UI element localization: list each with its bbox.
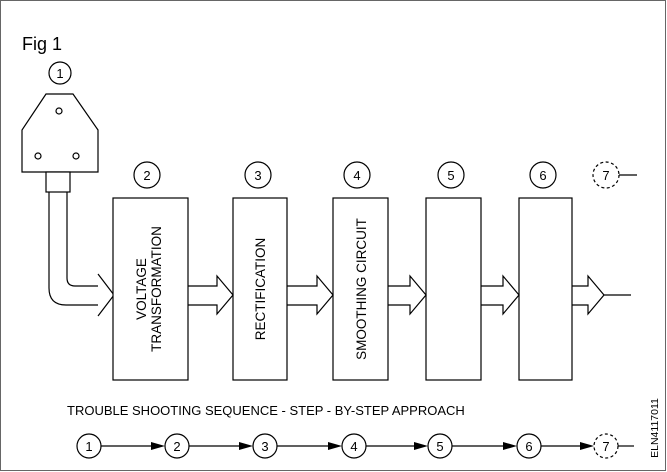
step-6-number: 6 bbox=[539, 168, 546, 183]
step-7-number: 7 bbox=[602, 168, 609, 183]
step-2-number: 2 bbox=[143, 168, 150, 183]
figure-label: Fig 1 bbox=[22, 34, 62, 54]
sequence-number-2: 2 bbox=[173, 439, 180, 454]
sequence-number-1: 1 bbox=[85, 439, 92, 454]
block-2-label-line-2: TRANSFORMATION bbox=[149, 226, 164, 352]
step-4-marker: 4 bbox=[343, 161, 371, 189]
mains-plug-icon bbox=[21, 93, 99, 193]
block-smoothing-circuit bbox=[332, 197, 389, 381]
step-1-marker: 1 bbox=[48, 61, 72, 85]
cable-outer bbox=[48, 192, 98, 306]
block-2-label-line-1: VOLTAGE bbox=[134, 258, 149, 320]
sequence-arrow-6-7 bbox=[541, 442, 634, 450]
sequence-step-5: 5 bbox=[427, 433, 453, 459]
flow-arrow-5-6 bbox=[481, 274, 520, 316]
sequence-step-6: 6 bbox=[516, 433, 542, 459]
sequence-step-7: 7 bbox=[593, 433, 619, 459]
step-2-marker: 2 bbox=[133, 161, 161, 189]
sequence-step-3: 3 bbox=[252, 433, 278, 459]
step-3-number: 3 bbox=[254, 168, 261, 183]
sequence-arrow-3-4 bbox=[277, 442, 342, 450]
figure-caption: TROUBLE SHOOTING SEQUENCE - STEP - BY-ST… bbox=[67, 403, 465, 418]
step-4-number: 4 bbox=[353, 168, 360, 183]
block-5 bbox=[425, 197, 482, 381]
input-arrow-head bbox=[97, 273, 115, 317]
flow-arrow-4-5 bbox=[388, 274, 427, 316]
step-7-marker: 7 bbox=[592, 161, 637, 189]
block-4-label: SMOOTHING CIRCUIT bbox=[354, 218, 369, 360]
sequence-arrow-4-5 bbox=[366, 442, 428, 450]
sequence-number-4: 4 bbox=[350, 439, 357, 454]
block-3-label: RECTIFICATION bbox=[253, 238, 268, 341]
flow-arrow-6-out bbox=[572, 274, 631, 316]
sequence-number-3: 3 bbox=[261, 439, 268, 454]
sequence-step-2: 2 bbox=[164, 433, 190, 459]
sequence-number-5: 5 bbox=[436, 439, 443, 454]
flow-arrow-3-4 bbox=[287, 274, 334, 316]
step-5-marker: 5 bbox=[437, 161, 465, 189]
sequence-step-1: 1 bbox=[76, 433, 102, 459]
sequence-number-7: 7 bbox=[602, 439, 609, 454]
step-3-marker: 3 bbox=[244, 161, 272, 189]
step-5-number: 5 bbox=[447, 168, 454, 183]
figure-code: ELN4117011 bbox=[649, 398, 661, 458]
sequence-step-4: 4 bbox=[341, 433, 367, 459]
cable-inner bbox=[66, 192, 98, 287]
step-1-number: 1 bbox=[56, 66, 63, 81]
sequence-arrow-5-6 bbox=[452, 442, 517, 450]
block-rectification bbox=[232, 197, 288, 381]
sequence-number-6: 6 bbox=[525, 439, 532, 454]
block-6 bbox=[518, 197, 573, 381]
sequence-arrow-2-3 bbox=[189, 442, 253, 450]
block-voltage-transformation bbox=[112, 197, 189, 381]
sequence-arrow-1-2 bbox=[101, 442, 165, 450]
step-6-marker: 6 bbox=[529, 161, 557, 189]
flow-arrow-2-3 bbox=[188, 274, 234, 316]
